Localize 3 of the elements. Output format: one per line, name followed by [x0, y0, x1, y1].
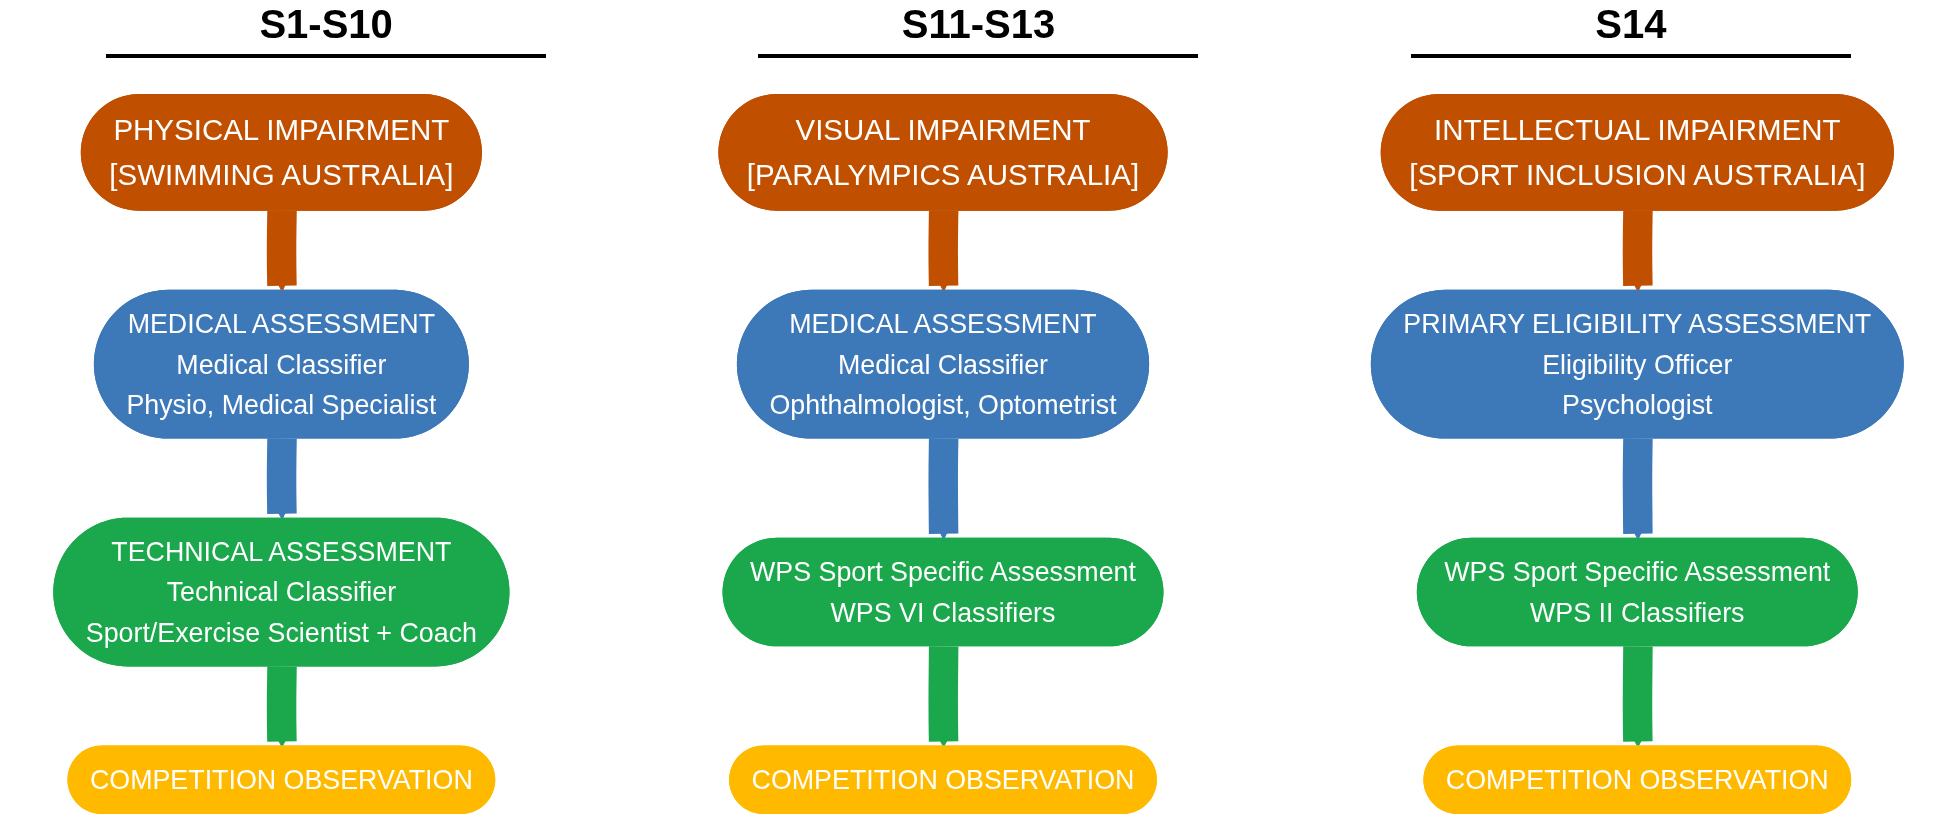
column-heading: S11-S13	[901, 1, 1056, 48]
column-heading: S1-S10	[259, 1, 393, 48]
column-heading: S14	[1595, 1, 1667, 48]
